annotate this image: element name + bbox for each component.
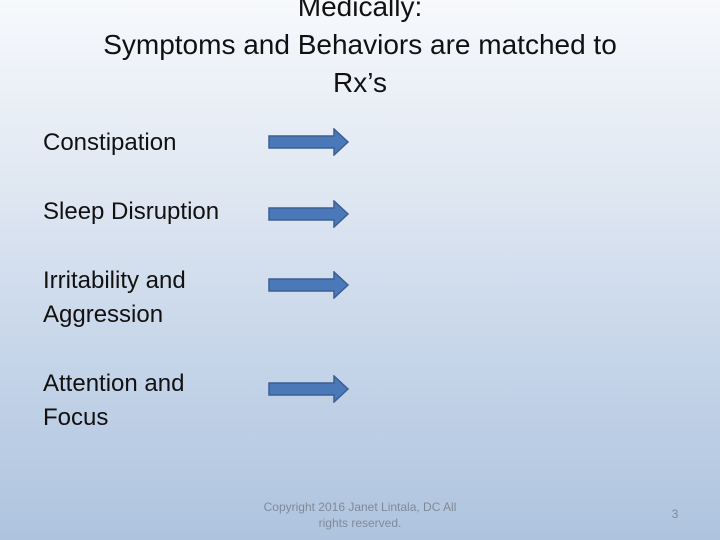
title-line-3: Rx’s (333, 67, 387, 98)
list-item-sleep-disruption: Sleep Disruption (43, 195, 219, 229)
right-arrow-icon (268, 271, 350, 299)
list-item-text: Constipation (43, 129, 177, 156)
title-line-2: Symptoms and Behaviors are matched to (103, 29, 617, 60)
list-item-text: Irritability and (43, 267, 186, 294)
copyright-line-2: rights reserved. (318, 516, 402, 530)
page-number: 3 (671, 507, 679, 521)
list-item-text: Focus (43, 404, 109, 431)
list-item-text: Attention and (43, 370, 185, 397)
list-item-attention: Attention and Focus (43, 367, 184, 435)
list-item-constipation: Constipation (43, 126, 176, 160)
list-item-irritability: Irritability and Aggression (43, 264, 186, 332)
copyright-footer: Copyright 2016 Janet Lintala, DC All rig… (240, 499, 480, 531)
right-arrow-icon (268, 200, 350, 228)
list-item-text: Sleep Disruption (43, 198, 220, 225)
slide-title: Medically: Symptoms and Behaviors are ma… (40, 0, 680, 102)
right-arrow-icon (268, 375, 350, 403)
list-item-text: Aggression (43, 301, 164, 328)
copyright-line-1: Copyright 2016 Janet Lintala, DC All (263, 500, 457, 514)
title-line-1: Medically: (297, 0, 423, 22)
right-arrow-icon (268, 128, 350, 156)
